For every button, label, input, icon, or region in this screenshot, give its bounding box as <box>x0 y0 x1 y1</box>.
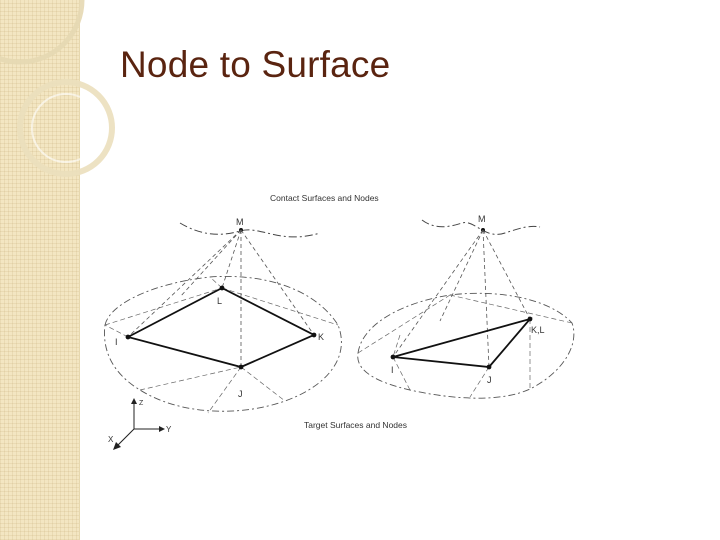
right-label-j: J <box>487 375 492 385</box>
left-contact-diagram: M <box>104 217 342 414</box>
x-axis-line <box>115 428 135 448</box>
y-axis-label: Y <box>166 425 172 434</box>
left-node-k <box>311 332 317 338</box>
right-target-surface-outline <box>357 292 575 399</box>
right-label-i: I <box>391 365 394 375</box>
caption-contact-surfaces: Contact Surfaces and Nodes <box>270 193 379 203</box>
right-node-i <box>390 354 396 360</box>
z-axis-label: Z <box>139 400 144 407</box>
right-contact-diagram: M K,L I <box>357 214 575 399</box>
decorative-rings <box>0 0 115 177</box>
x-axis-label: X <box>108 435 114 444</box>
x-axis-arrowhead <box>113 442 121 450</box>
right-target-element <box>392 317 533 368</box>
left-label-k: K <box>318 332 324 342</box>
left-contact-node-label: M <box>236 217 244 227</box>
right-contact-node-label: M <box>478 214 486 224</box>
y-axis-arrowhead <box>159 426 165 432</box>
coordinate-axes: Z Y X <box>108 398 172 450</box>
right-contact-surface-curve <box>421 219 541 235</box>
slide-title: Node to Surface <box>120 44 391 85</box>
right-node-j <box>486 364 492 370</box>
right-node-kl <box>527 316 533 322</box>
left-label-l: L <box>217 296 222 306</box>
left-label-i: I <box>115 337 118 347</box>
left-contact-surface-curve <box>179 222 321 238</box>
left-node-l <box>219 285 225 291</box>
caption-target-surfaces: Target Surfaces and Nodes <box>304 420 407 430</box>
contact-diagram: Contact Surfaces and Nodes M <box>104 193 575 450</box>
right-label-kl: K,L <box>531 325 545 335</box>
left-target-surface-outline <box>104 275 342 412</box>
left-node-i <box>125 334 131 340</box>
left-label-j: J <box>238 389 243 399</box>
z-axis-arrowhead <box>131 398 137 404</box>
left-node-j <box>238 364 244 370</box>
